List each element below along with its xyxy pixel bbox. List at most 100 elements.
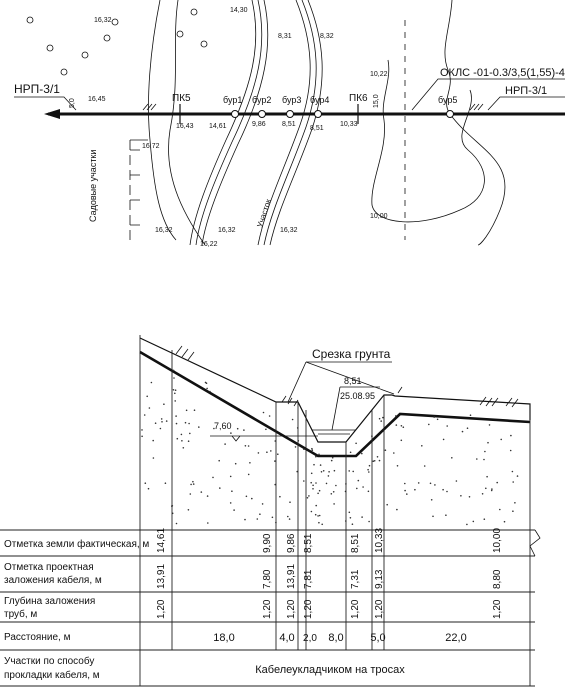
soil-dots [141, 369, 519, 526]
soil-dot [368, 471, 370, 473]
soil-dot [372, 460, 375, 463]
svg-text:14,61: 14,61 [209, 123, 227, 130]
soil-dot [310, 481, 313, 484]
soil-dot [499, 508, 501, 511]
picket-label: ПК6 [349, 93, 368, 104]
soil-dot [175, 522, 178, 525]
soil-dot [243, 429, 245, 431]
soil-dot [306, 497, 309, 499]
soil-dot [206, 387, 208, 390]
soil-dot [218, 459, 220, 462]
soil-dot [321, 523, 324, 526]
bore-points [231, 110, 454, 118]
cell-value: 8,80 [492, 569, 503, 589]
soil-dot [432, 515, 434, 518]
soil-dot [144, 482, 147, 485]
svg-text:8,31: 8,31 [278, 33, 292, 40]
small-vertical-label: 5,0 [69, 98, 76, 108]
soil-dot [472, 520, 475, 523]
bottom-mark-label: 7,60 [214, 421, 232, 431]
soil-dot [429, 482, 432, 485]
soil-dot [402, 426, 405, 429]
contour-line [195, 0, 263, 246]
soil-dot [485, 487, 487, 490]
tree-symbols [26, 8, 208, 76]
soil-dot [313, 463, 315, 466]
cell-value: 7,80 [262, 569, 273, 589]
soil-dot [378, 459, 381, 462]
soil-dot [514, 502, 516, 504]
cell-value: Кабелеукладчиком на тросах [255, 664, 405, 676]
contour-line [371, 59, 485, 223]
svg-text:16,32: 16,32 [94, 17, 112, 24]
soil-dot [349, 517, 352, 519]
cell-value: 7,31 [350, 569, 361, 589]
soil-dot [356, 487, 358, 490]
route-hatch [469, 103, 484, 111]
svg-text:8,51: 8,51 [282, 121, 296, 128]
svg-text:16,72: 16,72 [142, 143, 160, 150]
soil-dot [271, 516, 274, 519]
soil-dot [175, 422, 178, 425]
vertical-label: Участок [255, 198, 273, 229]
soil-dot [330, 493, 333, 495]
soil-dot [512, 510, 514, 512]
contour-line [148, 0, 177, 241]
picket-label: ПК5 [172, 93, 191, 104]
soil-dot [229, 475, 232, 478]
soil-dot [192, 483, 195, 485]
soil-dot [483, 518, 486, 520]
soil-dot [380, 420, 383, 422]
soil-dot [314, 513, 317, 516]
svg-text:16,32: 16,32 [155, 227, 173, 234]
svg-text:10,33: 10,33 [340, 121, 358, 128]
soil-dot [333, 503, 335, 505]
soil-dot [332, 491, 335, 493]
soil-dot [172, 369, 175, 372]
soil-dot [206, 495, 209, 497]
soil-dot [325, 482, 328, 485]
soil-dot [187, 440, 190, 443]
soil-dot [396, 465, 399, 467]
svg-text:16,43: 16,43 [176, 123, 194, 130]
water-mark-leader [331, 386, 341, 431]
soil-dot [319, 464, 322, 466]
soil-dot [312, 488, 314, 490]
soil-dot [400, 439, 403, 442]
svg-text:8,32: 8,32 [320, 33, 334, 40]
soil-dot [511, 470, 514, 473]
soil-dot [312, 484, 314, 487]
soil-dot [349, 451, 352, 454]
soil-dot [484, 450, 486, 453]
bore-label: бур1 [223, 95, 242, 105]
svg-text:14,30: 14,30 [230, 7, 248, 14]
contour-line [263, 0, 317, 246]
soil-dot [189, 432, 191, 435]
soil-dot [466, 523, 468, 526]
contour-line [444, 0, 506, 246]
soil-dot [406, 493, 408, 495]
bore-point [286, 110, 294, 118]
small-vertical-label: 15,0 [373, 94, 380, 108]
soil-dot [270, 450, 272, 452]
soil-dot [373, 460, 376, 462]
soil-dot [141, 429, 143, 431]
soil-dot [212, 476, 214, 479]
cell-value: 5,0 [370, 632, 385, 644]
soil-dot [318, 453, 320, 456]
row-label: заложения кабеля, м [4, 574, 102, 586]
soil-dot [503, 520, 506, 523]
soil-dot [393, 452, 395, 454]
row-label: Глубина заложения [4, 595, 95, 607]
bore-point [446, 110, 454, 118]
soil-dot [362, 486, 364, 488]
data-table: Отметка земли фактическая, м Отметка про… [0, 528, 541, 687]
profile-verticals [139, 335, 531, 530]
soil-dot [376, 456, 379, 458]
soil-dot [446, 490, 448, 493]
soil-dot [207, 522, 209, 524]
soil-dot [154, 422, 157, 425]
soil-dot [351, 523, 354, 525]
soil-dot [174, 400, 176, 402]
